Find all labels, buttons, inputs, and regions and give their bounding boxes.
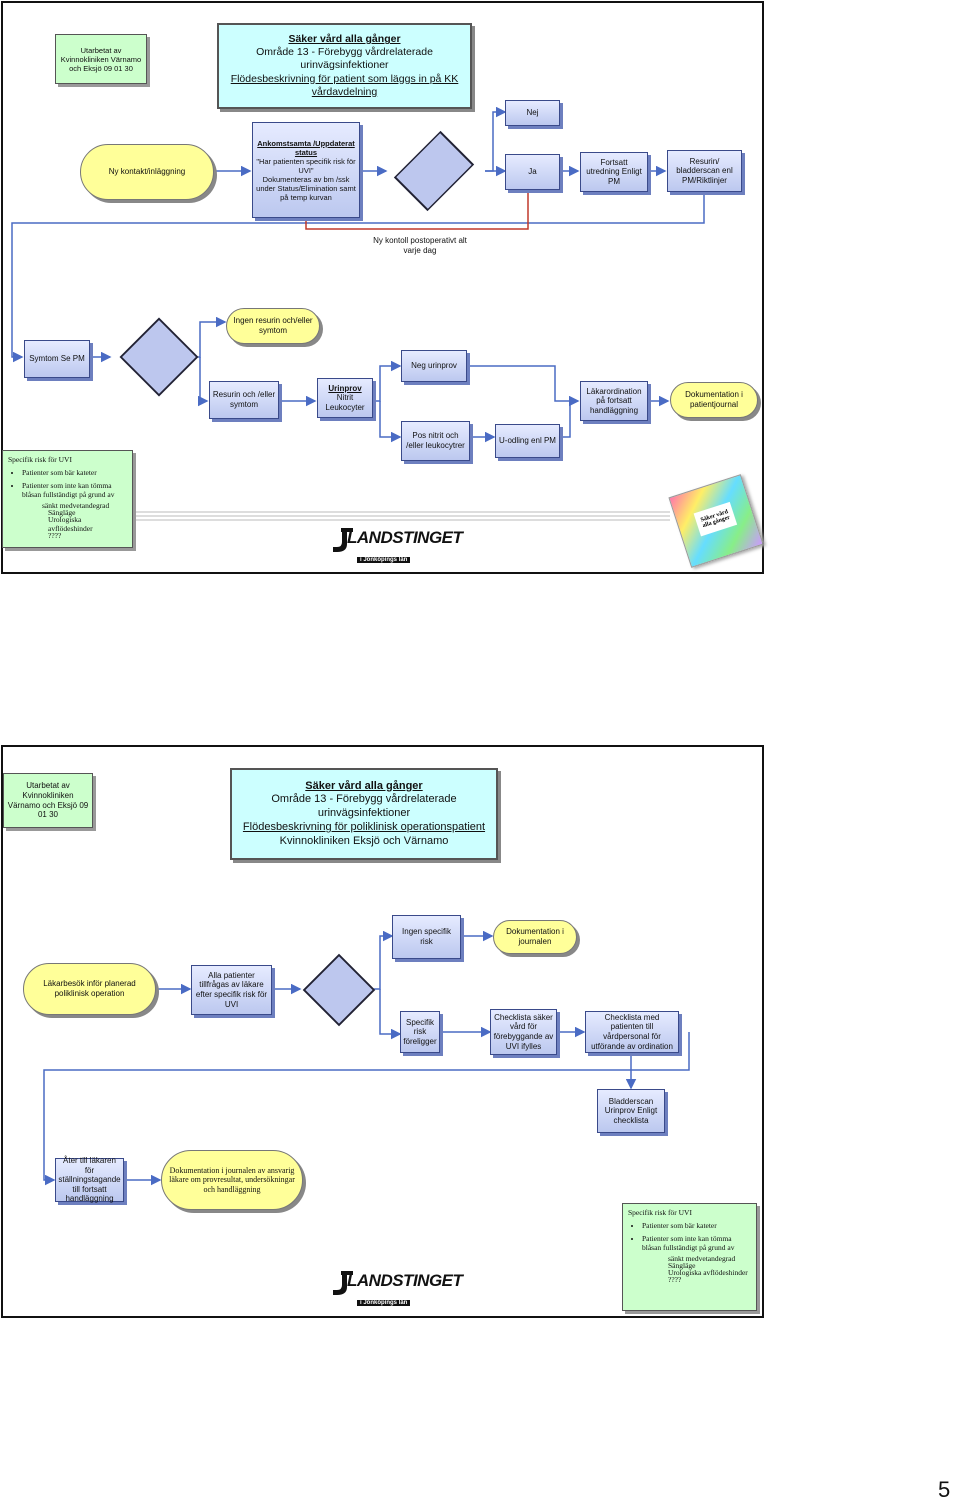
risk-sub: Urologiska avflödeshinder bbox=[668, 1268, 748, 1277]
lakarordination-box: Läkarordination på fortsatt handläggning bbox=[580, 381, 648, 421]
risk-sub: ???? bbox=[48, 531, 62, 540]
resurin-symtom-box: Resurin och /eller symtom bbox=[209, 381, 279, 419]
bladderscan-box: Bladderscan Urinprov Enligt checklista bbox=[597, 1089, 665, 1133]
checklista-patienten-text: Checklista med patienten till vårdperson… bbox=[591, 1012, 673, 1051]
title-line-1: Säker vård alla gånger bbox=[288, 33, 401, 46]
nej-box: Nej bbox=[505, 100, 560, 126]
risk-item: Patienter som inte kan tömma blåsan full… bbox=[22, 481, 127, 499]
checklista-saker-text: Checklista säker vård för förebyggande a… bbox=[493, 1012, 554, 1051]
start-text: Ny kontakt/inläggning bbox=[108, 167, 186, 177]
logo-j-icon bbox=[333, 528, 353, 552]
slide1-title-box: Säker vård alla gånger Område 13 - Föreb… bbox=[217, 23, 472, 109]
neg-urinprov-text: Neg urinprov bbox=[411, 361, 457, 371]
fortsatt-text: Fortsatt utredning Enligt PM bbox=[586, 157, 642, 186]
page-number: 5 bbox=[938, 1477, 951, 1502]
logo-sub-text: i Jönköpings län bbox=[357, 1300, 411, 1306]
resurin-symtom-text: Resurin och /eller symtom bbox=[212, 390, 276, 409]
lakarordination-text: Läkarordination på fortsatt handläggning bbox=[586, 386, 642, 415]
risk-title: Specifik risk för UVI bbox=[8, 455, 72, 464]
risk-sub: ???? bbox=[668, 1275, 682, 1284]
ingen-risk-box: Ingen specifik risk bbox=[392, 915, 461, 959]
lakarbesok-node: Läkarbesök inför planerad poliklinisk op… bbox=[23, 963, 156, 1015]
risk-sub: sänkt medvetandegrad bbox=[668, 1254, 736, 1263]
resurin-bladder-box: Resurin/ bladderscan enl PM/Riktlinjer bbox=[667, 150, 742, 192]
resurin-bladder-text: Resurin/ bladderscan enl PM/Riktlinjer bbox=[676, 156, 733, 185]
arrival-doc: Dokumenteras av bm /ssk under Status/Eli… bbox=[256, 174, 356, 202]
author-text: Utarbetat av Kvinnokliniken Värnamo och … bbox=[7, 781, 89, 820]
dok-journalen-text: Dokumentation i journalen bbox=[506, 927, 564, 946]
risk-sub: Sängläge bbox=[48, 508, 76, 517]
risk-title: Specifik risk för UVI bbox=[628, 1208, 692, 1217]
ingen-resurin-node: Ingen resurin och/eller symtom bbox=[226, 308, 320, 344]
alla-patienter-text: Alla patienter tillfrågas av läkare efte… bbox=[195, 970, 268, 1009]
lakarbesok-text: Läkarbesök inför planerad poliklinisk op… bbox=[43, 979, 136, 998]
arrival-question: "Har patienten specifik risk för UVI" bbox=[256, 156, 356, 175]
neg-urinprov-box: Neg urinprov bbox=[401, 350, 467, 382]
ja-text: Ja bbox=[528, 167, 537, 177]
specifik-risk-box: Specifik risk föreligger bbox=[400, 1011, 440, 1053]
start-node: Ny kontakt/inläggning bbox=[80, 144, 214, 200]
dok-ansvarig-node: Dokumentation i journalen av ansvarig lä… bbox=[161, 1150, 303, 1210]
ny-kontroll-label: Ny kontoll postoperativt alt varje dag bbox=[370, 234, 470, 258]
dokumentation-text: Dokumentation i patientjournal bbox=[685, 390, 743, 409]
slide1-author-box: Utarbetat av Kvinnokliniken Värnamo och … bbox=[55, 34, 147, 84]
ingen-risk-text: Ingen specifik risk bbox=[402, 927, 451, 946]
symtom-box: Symtom Se PM bbox=[24, 340, 90, 378]
u-odling-text: U-odling enl PM bbox=[499, 436, 556, 446]
title-line-3: Flödesbeskrivning för patient som läggs … bbox=[230, 72, 459, 98]
bladderscan-text: Bladderscan Urinprov Enligt checklista bbox=[604, 1096, 658, 1125]
checklista-saker-box: Checklista säker vård för förebyggande a… bbox=[490, 1009, 557, 1055]
slide2-author-box: Utarbetat av Kvinnokliniken Värnamo och … bbox=[3, 773, 93, 828]
logo-sub-text: i Jönköpings län bbox=[357, 557, 411, 563]
slide1-risk-box: Specifik risk för UVI Patienter som bär … bbox=[2, 450, 133, 548]
u-odling-box: U-odling enl PM bbox=[495, 424, 560, 458]
urinprov-title: Urinprov bbox=[328, 383, 362, 393]
pos-nitrit-box: Pos nitrit och /eller leukocytrer bbox=[401, 421, 470, 461]
ja-box: Ja bbox=[505, 154, 560, 190]
alla-patienter-box: Alla patienter tillfrågas av läkare efte… bbox=[191, 965, 272, 1015]
title-line-4: Kvinnokliniken Eksjö och Värnamo bbox=[279, 834, 449, 847]
urinprov-box: Urinprov Nitrit Leukocyter bbox=[317, 378, 373, 418]
author-text: Utarbetat av Kvinnokliniken Värnamo och … bbox=[60, 45, 142, 73]
risk-sub: Sängläge bbox=[668, 1261, 696, 1270]
title-line-1: Säker vård alla gånger bbox=[305, 779, 423, 792]
pos-nitrit-text: Pos nitrit och /eller leukocytrer bbox=[406, 431, 465, 450]
title-line-3: Flödesbeskrivning för poliklinisk operat… bbox=[242, 820, 486, 833]
urinprov-rest: Nitrit Leukocyter bbox=[325, 393, 365, 412]
title-line-2: Område 13 - Förebygg vårdrelaterade urin… bbox=[271, 793, 457, 820]
landstinget-logo: LANDSTINGET i Jönköpings län bbox=[333, 1271, 463, 1306]
nej-text: Nej bbox=[526, 108, 539, 118]
checklista-patienten-box: Checklista med patienten till vårdperson… bbox=[585, 1011, 679, 1053]
fortsatt-box: Fortsatt utredning Enligt PM bbox=[580, 152, 648, 192]
arrival-box: Ankomstsamta /Uppdaterat status "Har pat… bbox=[252, 122, 360, 218]
risk-item: Patienter som bär kateter bbox=[642, 1221, 751, 1230]
slide2-risk-box: Specifik risk för UVI Patienter som bär … bbox=[622, 1203, 757, 1311]
ater-text: Åter till läkaren för ställningstagande … bbox=[58, 1156, 121, 1204]
ater-box: Åter till läkaren för ställningstagande … bbox=[55, 1156, 124, 1204]
risk-sub: Urologiska avflödeshinder bbox=[48, 515, 93, 533]
risk-item: Patienter som bär kateter bbox=[22, 468, 127, 477]
risk-item: Patienter som inte kan tömma blåsan full… bbox=[642, 1234, 751, 1252]
slide2-title-box: Säker vård alla gånger Område 13 - Föreb… bbox=[230, 768, 498, 860]
title-line-2: Område 13 - Förebygg vårdrelaterade urin… bbox=[256, 46, 433, 72]
dok-ansvarig-text: Dokumentation i journalen av ansvarig lä… bbox=[169, 1165, 295, 1194]
symtom-text: Symtom Se PM bbox=[29, 354, 85, 364]
logo-main-text: LANDSTINGET bbox=[347, 1271, 463, 1290]
ingen-resurin-text: Ingen resurin och/eller symtom bbox=[233, 316, 313, 335]
specifik-risk-text: Specifik risk föreligger bbox=[403, 1017, 437, 1046]
ny-kontroll-text: Ny kontoll postoperativt alt varje dag bbox=[373, 236, 467, 255]
logo-j-icon bbox=[333, 1271, 353, 1295]
dok-journalen-node: Dokumentation i journalen bbox=[493, 920, 577, 954]
dokumentation-node: Dokumentation i patientjournal bbox=[670, 382, 758, 418]
risk-sub: sänkt medvetandegrad bbox=[42, 501, 110, 510]
arrival-heading: Ankomstsamta /Uppdaterat status bbox=[257, 138, 355, 157]
